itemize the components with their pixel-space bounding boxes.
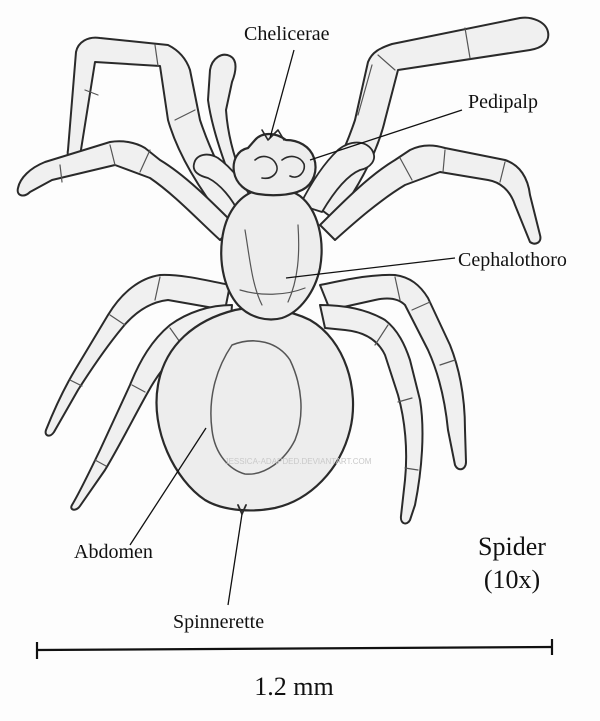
spider-legs: [16, 16, 550, 525]
scale-bar: [35, 639, 554, 659]
leader-abdomen: [129, 427, 207, 546]
left-leg-4: [70, 304, 233, 511]
cephalothorax-shape: [220, 186, 323, 321]
right-leg-3: [319, 273, 467, 471]
caption-magnification: (10x): [484, 565, 540, 594]
watermark-text: JESSICA-ADAPDED.DEVIANTART.COM: [225, 457, 372, 466]
leader-pedipalp: [309, 109, 463, 161]
right-leg-4: [319, 304, 424, 525]
label-pedipalp: Pedipalp: [468, 91, 538, 113]
left-leg-2: [16, 140, 236, 241]
right-leg-2: [319, 144, 542, 245]
scale-bar-label: 1.2 mm: [254, 672, 333, 701]
caption-title: Spider: [478, 532, 546, 561]
leader-chelicerae: [269, 49, 295, 139]
abdomen-shape: [155, 306, 355, 512]
label-spinnerette: Spinnerette: [173, 611, 264, 633]
label-abdomen: Abdomen: [74, 541, 153, 563]
label-chelicerae: Chelicerae: [244, 23, 330, 45]
caption: Spider (10x): [478, 532, 546, 594]
leader-lines: [129, 49, 463, 606]
left-leg-1b: [207, 53, 251, 196]
spider-body: [155, 129, 355, 515]
leader-cephalothorax: [285, 257, 456, 279]
scale-bar-line: [36, 645, 553, 652]
leader-spinnerette: [227, 513, 243, 606]
left-leg-1: [66, 36, 241, 223]
part-labels: Chelicerae Pedipalp Cephalothoro Abdomen…: [74, 23, 567, 633]
left-leg-3: [44, 273, 231, 437]
label-cephalothorax: Cephalothoro: [458, 249, 567, 271]
right-leg-1: [314, 16, 550, 221]
chelicerae-shape: [232, 132, 317, 197]
